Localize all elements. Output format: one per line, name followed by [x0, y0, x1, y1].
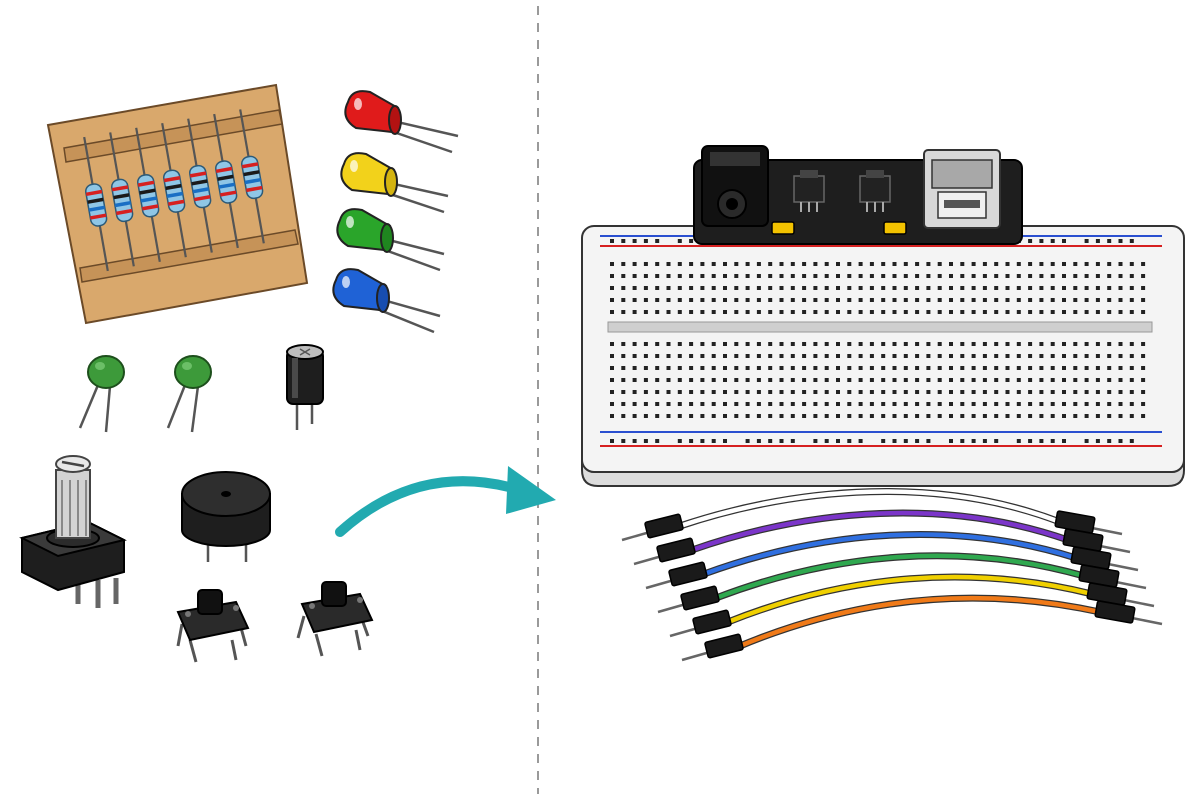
- jumper-wire: [633, 509, 1131, 566]
- curved-arrow-icon: [335, 466, 556, 537]
- power-module: [693, 145, 1023, 245]
- jumper-wire: [681, 594, 1163, 662]
- jumper-wire: [669, 573, 1155, 638]
- dc-barrel-jack: [701, 145, 769, 227]
- right-panel-breadboard: [581, 145, 1185, 662]
- push-button-1: [176, 589, 250, 663]
- breadboard: [581, 225, 1185, 487]
- voltage-regulator-2: [859, 170, 891, 212]
- led-blue: [332, 268, 441, 334]
- voltage-regulator-1: [793, 170, 825, 212]
- jumper-wire: [657, 552, 1147, 614]
- push-button-2: [296, 581, 374, 657]
- jumper-wires: [621, 488, 1163, 662]
- led-red: [344, 90, 459, 154]
- resistor: [239, 109, 265, 244]
- jumper-selector-1: [771, 221, 795, 235]
- jumper-selector-2: [883, 221, 907, 235]
- resistor: [187, 118, 213, 253]
- left-panel-components: [19, 83, 556, 663]
- led-set: [332, 90, 459, 334]
- resistor: [135, 127, 161, 262]
- jumper-wire: [645, 531, 1139, 590]
- led-yellow: [340, 152, 449, 214]
- ceramic-capacitor-2: [166, 355, 212, 433]
- resistor: [109, 132, 135, 267]
- buzzer: [181, 471, 271, 562]
- usb-port: [923, 149, 1001, 229]
- potentiometer: [19, 455, 127, 608]
- resistor: [161, 123, 187, 258]
- resistor-strip: [46, 83, 309, 325]
- jumper-wire: [621, 488, 1123, 542]
- resistor: [83, 136, 109, 272]
- resistor: [213, 113, 239, 249]
- ceramic-capacitor-1: [78, 355, 125, 433]
- led-green: [336, 208, 445, 272]
- electrolytic-capacitor: [286, 344, 324, 430]
